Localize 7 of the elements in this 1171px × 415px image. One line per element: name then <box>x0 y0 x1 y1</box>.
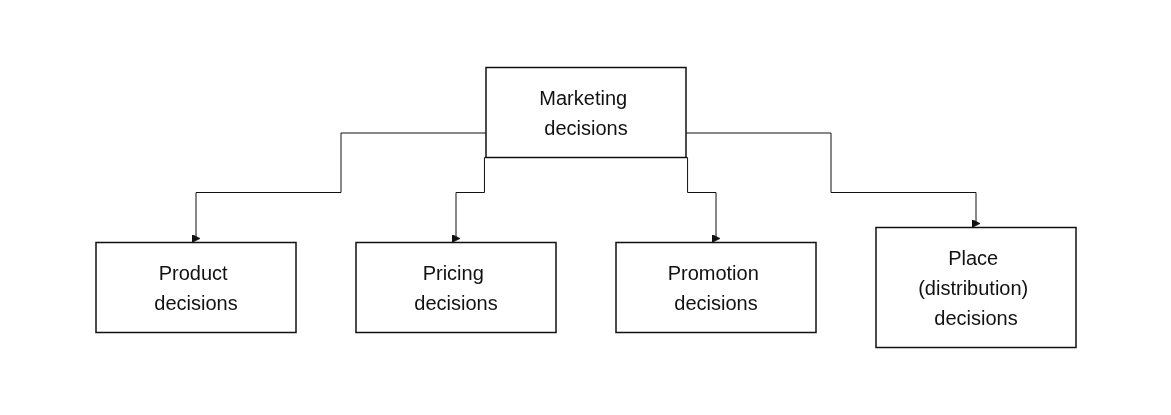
arrow <box>191 132 486 243</box>
arrow <box>685 132 980 228</box>
node-box: Product decisions <box>94 241 297 334</box>
node-box: Place (distribution) decisions <box>874 226 1077 349</box>
node-box: Promotion decisions <box>614 241 817 334</box>
node-box: Pricing decisions <box>354 241 557 334</box>
node-box: Marketing decisions <box>484 66 687 159</box>
